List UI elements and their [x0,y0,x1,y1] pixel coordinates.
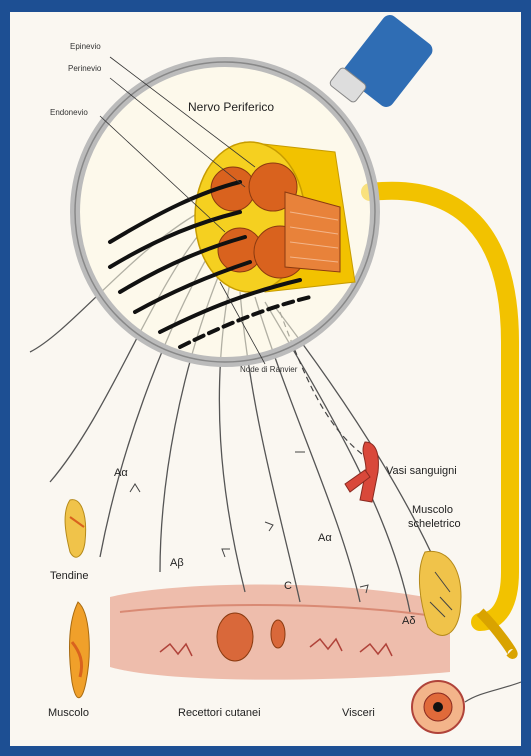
label-nodo-ranvier: Node di Ranvier [240,365,297,374]
label-a-alpha-right: Aα [318,532,332,544]
label-a-delta: Aδ [402,615,415,627]
label-a-beta: Aβ [170,557,184,569]
label-vasi-sanguigni: Vasi sanguigni [386,465,457,477]
label-visceri: Visceri [342,707,375,719]
label-epinevrio: Epinevio [70,42,101,51]
label-muscolo-scheletrico-line2: scheletrico [408,518,461,530]
diagram-canvas: Epinevio Perinevio Endonevio Nervo Perif… [10,12,521,746]
nerve-diagram-svg [10,12,521,746]
label-tendine: Tendine [50,570,89,582]
label-perinevrio: Perinevio [68,64,101,73]
label-muscolo-scheletrico-line1: Muscolo [412,504,453,516]
label-endonevrio: Endonevio [50,108,88,117]
label-a-alpha-left: Aα [114,467,128,479]
label-recettori-cutanei: Recettori cutanei [178,707,261,719]
label-nervo-periferico: Nervo Periferico [188,100,274,114]
label-c-fiber: C [284,580,292,592]
label-muscolo: Muscolo [48,707,89,719]
